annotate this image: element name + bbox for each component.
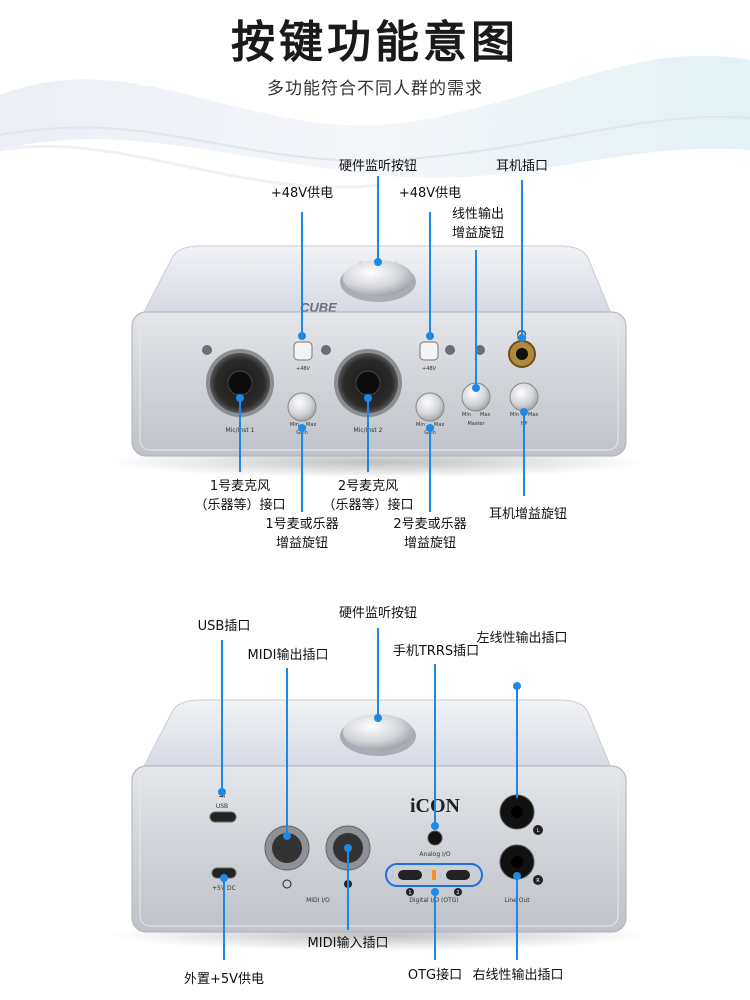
label-hp-gain: 耳机增益旋钮 xyxy=(488,507,567,522)
gain-2-knob[interactable] xyxy=(415,392,445,422)
master-max: Max xyxy=(480,412,490,418)
label-mic-input-1: 1号麦克风 （乐器等）接口 xyxy=(194,479,286,513)
digital-port-2[interactable] xyxy=(446,870,470,880)
midi-panel-label: MIDI I/O xyxy=(306,897,330,904)
label-midi-in: MIDI输入插口 xyxy=(307,936,389,951)
label-left-out: 左线性输出插口 xyxy=(476,631,568,646)
usb-port[interactable] xyxy=(209,811,237,823)
gain-1-knob[interactable] xyxy=(287,392,317,422)
monitor-button[interactable] xyxy=(343,260,413,296)
page-title: 按键功能意图 xyxy=(231,17,519,68)
page-subtitle: 多功能符合不同人群的需求 xyxy=(267,79,483,99)
master-label: Master xyxy=(467,421,485,427)
label-line-out-gain: 线性输出 增益旋钮 xyxy=(451,207,504,241)
model-text: CUBE xyxy=(300,300,337,315)
hp-min: Min xyxy=(510,412,519,418)
left-marker: L xyxy=(537,828,540,834)
back-monitor-button[interactable] xyxy=(343,714,413,750)
gain1-min: Min xyxy=(290,422,299,428)
label-monitor-button: 硬件监听按钮 xyxy=(338,159,417,174)
midi-out-port[interactable] xyxy=(272,833,302,863)
hp-knob[interactable] xyxy=(509,382,539,412)
gain2-min: Min xyxy=(416,422,425,428)
port2-num: 2 xyxy=(456,890,459,896)
gain1-max: Max xyxy=(306,422,316,428)
label-usb: USB插口 xyxy=(197,619,251,634)
digital-port-1[interactable] xyxy=(398,870,422,880)
label-phantom-2: +48V供电 xyxy=(398,186,462,201)
master-min: Min xyxy=(462,412,471,418)
label-mic-input-2: 2号麦克风 （乐器等）接口 xyxy=(322,479,414,513)
analog-panel-label: Analog I/O xyxy=(419,851,450,858)
label-phantom-1: +48V供电 xyxy=(270,186,334,201)
p48-2-label: +48V xyxy=(422,366,437,372)
label-right-out: 右线性输出插口 xyxy=(472,968,564,983)
status-led xyxy=(432,870,436,880)
label-trrs: 手机TRRS插口 xyxy=(392,644,480,659)
hp-max: Max xyxy=(528,412,538,418)
label-gain-2: 2号麦或乐器 增益旋钮 xyxy=(393,517,467,551)
p48-1-label: +48V xyxy=(296,366,311,372)
otg-highlight xyxy=(385,863,483,887)
port1-num: 1 xyxy=(408,890,411,896)
front-pointers xyxy=(236,176,528,512)
usb-panel-label: USB xyxy=(216,803,228,810)
label-headphone-jack: 耳机插口 xyxy=(495,159,548,174)
right-marker: R xyxy=(536,878,540,884)
label-otg: OTG接口 xyxy=(407,968,463,983)
gain2-max: Max xyxy=(434,422,444,428)
label-gain-1: 1号麦或乐器 增益旋钮 xyxy=(265,517,339,551)
back-pointers xyxy=(218,628,521,960)
label-back-monitor-button: 硬件监听按钮 xyxy=(338,606,417,621)
label-midi-out: MIDI输出插口 xyxy=(247,648,329,663)
label-power: 外置+5V供电 xyxy=(183,972,265,987)
trrs-port[interactable] xyxy=(427,830,443,846)
